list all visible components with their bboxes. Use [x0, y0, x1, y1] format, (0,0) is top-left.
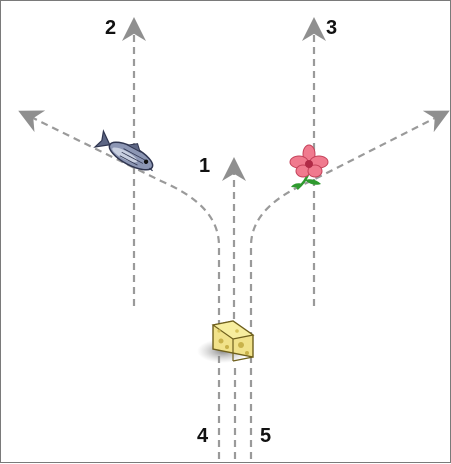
fish-icon: [93, 129, 154, 172]
path-5-line: [249, 110, 450, 459]
path-5-label: 5: [260, 425, 272, 447]
path-2-label: 2: [105, 17, 117, 39]
path-3-label: 3: [326, 17, 338, 39]
flower-icon: [289, 144, 329, 190]
cheese-icon: [197, 320, 255, 363]
path-1-label: 1: [199, 155, 211, 177]
path-4-line: [18, 110, 221, 459]
path-4-label: 4: [197, 425, 209, 447]
